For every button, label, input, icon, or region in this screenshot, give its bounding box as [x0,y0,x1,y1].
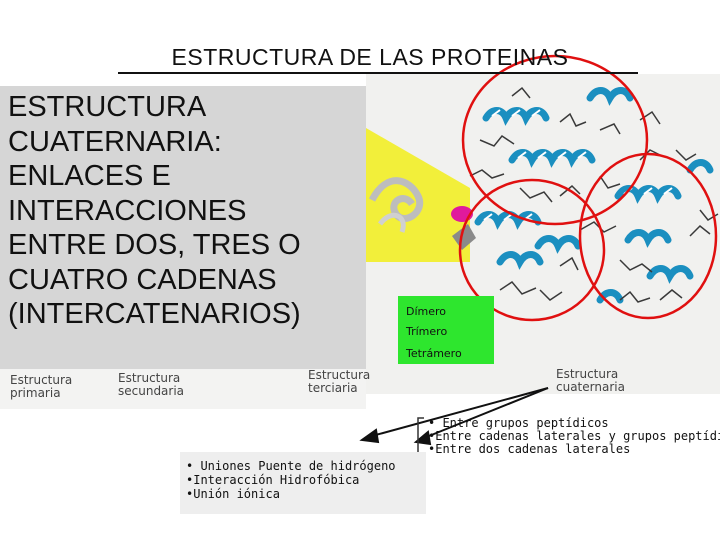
arrows [359,387,549,446]
quaternary-bond-2: •Entre cadenas laterales y grupos peptíd… [428,429,720,443]
arrow-head-quaternary [413,430,432,446]
label-terciaria: Estructura terciaria [308,368,371,395]
main-text-box: ESTRUCTURA CUATERNARIA: ENLACES E INTERA… [0,86,366,369]
quaternary-bond-1: • Entre grupos peptídicos [428,416,609,430]
tertiary-bonds-box [180,452,426,514]
oligomer-box: Dímero Trímero Tetrámero [398,296,494,364]
label-primaria: Estructura primaria [10,373,73,400]
side-chains [469,86,719,303]
subunit-circles [458,54,718,322]
subunit-circle-2 [458,178,606,322]
tertiary-ribbon [368,177,424,222]
oligomer-tetramero: Tetrámero [406,347,462,360]
label-cuaternaria: Estructura cuaternaria [556,367,625,394]
title-underline [118,72,638,74]
arrow-head-tertiary [359,428,380,444]
tertiary-bond-3: •Unión iónica [186,487,280,501]
main-text: ESTRUCTURA CUATERNARIA: ENLACES E INTERA… [8,91,301,330]
tertiary-bond-1: • Uniones Puente de hidrógeno [186,459,396,473]
subunit-circle-3 [578,152,718,320]
oligomer-dimero: Dímero [406,305,447,318]
level-labels-strip [0,369,366,409]
tertiary-bond-2: •Interacción Hidrofóbica [186,473,360,487]
label-secundaria: Estructura secundaria [118,371,185,398]
helix-highlights [483,109,673,221]
page-title: ESTRUCTURA DE LAS PROTEINAS [171,44,569,70]
subunit-circle-1 [461,54,649,226]
quaternary-bond-3: •Entre dos cadenas laterales [428,442,631,456]
oligomer-trimero: Trímero [406,325,448,338]
helix-ribbons [474,87,714,304]
